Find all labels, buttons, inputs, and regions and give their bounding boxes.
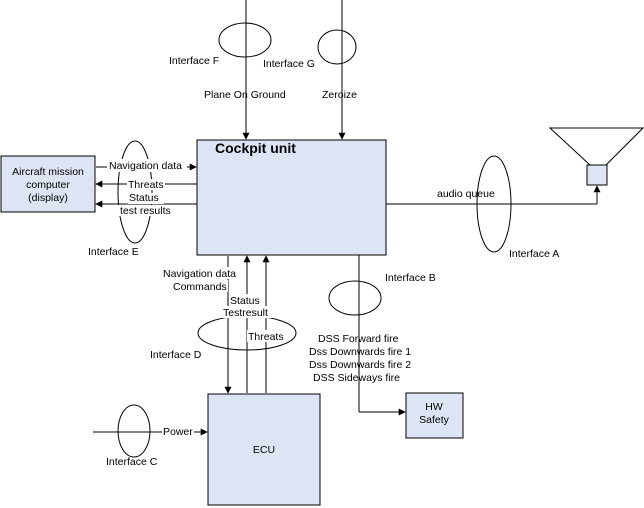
- commands-d-label: Commands: [173, 281, 227, 293]
- status-e-label-bg: [128, 193, 164, 204]
- mission-computer-label-line2: computer: [26, 179, 70, 191]
- mission-computer-label-line1: Aircraft mission: [12, 166, 84, 178]
- navigation-data-e-label: Navigation data: [109, 160, 182, 172]
- threats-e-label: Threats: [128, 179, 164, 191]
- interface-g-label: Interface G: [263, 58, 315, 70]
- speaker-body: [586, 164, 608, 186]
- zeroize-label: Zeroize: [322, 89, 357, 101]
- threats-d-label: Threats: [248, 331, 284, 343]
- mission-computer-block: [0, 155, 96, 213]
- interface-a-ellipse: [476, 155, 512, 253]
- interface-g-ellipse: [317, 29, 357, 65]
- mission-computer-label-line3: (display): [28, 192, 68, 204]
- hw-safety-label-line1: HW: [425, 401, 443, 413]
- testresult-d-label-bg: [222, 306, 272, 318]
- cockpit-unit-block: [196, 139, 387, 256]
- interface-e-ellipse: [117, 140, 153, 244]
- interface-c-label: Interface C: [106, 456, 158, 468]
- dss-down2-label: Dss Downwards fire 2: [309, 359, 411, 371]
- ecu-label: ECU: [253, 444, 275, 456]
- interface-f-ellipse: [218, 22, 272, 58]
- commands-d-label-bg: [172, 280, 228, 292]
- testresult-d-label: Testresult: [223, 307, 268, 319]
- speaker-icon: [548, 127, 644, 166]
- interface-b-label: Interface B: [385, 272, 436, 284]
- status-e-label: Status: [129, 192, 159, 204]
- test-results-e-label-bg: [118, 205, 174, 216]
- ecu-block: [207, 393, 321, 506]
- dss-sideways-label: DSS Sideways fire: [313, 372, 400, 384]
- hw-safety-block: [405, 392, 464, 439]
- navigation-data-d-label: Navigation data: [163, 268, 236, 280]
- interface-a-label: Interface A: [509, 248, 559, 260]
- hw-safety-label-line2: Safety: [419, 414, 450, 426]
- interface-d-label: Interface D: [150, 349, 202, 361]
- threats-e-label-bg: [127, 179, 165, 190]
- interface-c-ellipse: [117, 404, 151, 458]
- dss-forward-label: DSS Forward fire: [318, 333, 399, 345]
- interface-b-ellipse: [328, 280, 382, 316]
- power-label-bg: [162, 426, 194, 438]
- power-label: Power: [163, 426, 193, 438]
- navigation-data-d-label-bg: [162, 267, 242, 279]
- threats-d-label-bg: [247, 330, 285, 342]
- plane-on-ground-label: Plane On Ground: [204, 89, 286, 101]
- navigation-data-e-label-bg: [107, 159, 187, 172]
- interface-e-label: Interface E: [88, 246, 139, 258]
- status-d-label: Status: [230, 295, 260, 307]
- dss-down1-label: Dss Downwards fire 1: [309, 346, 411, 358]
- status-d-label-bg: [229, 294, 263, 306]
- test-results-e-label: test results: [120, 205, 171, 217]
- interface-f-label: Interface F: [169, 55, 219, 67]
- audio-queue-label: audio queue: [437, 188, 495, 200]
- cockpit-unit-label: Cockpit unit: [215, 140, 296, 156]
